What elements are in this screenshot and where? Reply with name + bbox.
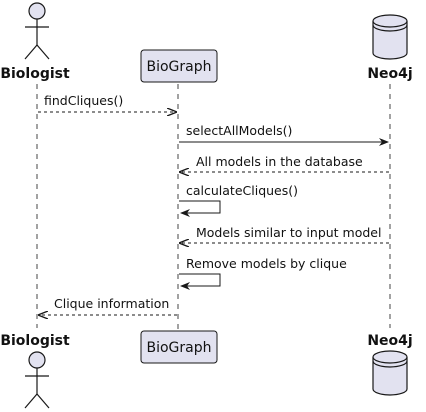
actor-icon — [24, 351, 50, 409]
self-message-arrow — [179, 273, 221, 290]
message-label: All models in the database — [196, 154, 363, 169]
participant-name-biologist: Biologist — [0, 66, 70, 82]
participant-name-biograph: BioGraph — [146, 59, 211, 75]
message-label: calculateCliques() — [186, 183, 298, 198]
message-label: findCliques() — [44, 93, 123, 108]
database-icon — [372, 350, 408, 396]
participant-name-biologist: Biologist — [0, 333, 70, 349]
message-label: Models similar to input model — [196, 225, 381, 240]
participant-name-biograph: BioGraph — [146, 340, 211, 356]
self-message-arrow — [179, 200, 221, 217]
database-icon — [372, 14, 408, 60]
participant-name-neo4j: Neo4j — [367, 66, 412, 82]
message-label: Remove models by clique — [186, 256, 347, 271]
participant-name-neo4j: Neo4j — [367, 333, 412, 349]
message-label: Clique information — [54, 296, 169, 311]
participant-box-biograph — [140, 330, 218, 364]
actor-icon — [24, 2, 50, 60]
message-label: selectAllModels() — [186, 123, 292, 138]
participant-box-biograph — [140, 49, 218, 83]
